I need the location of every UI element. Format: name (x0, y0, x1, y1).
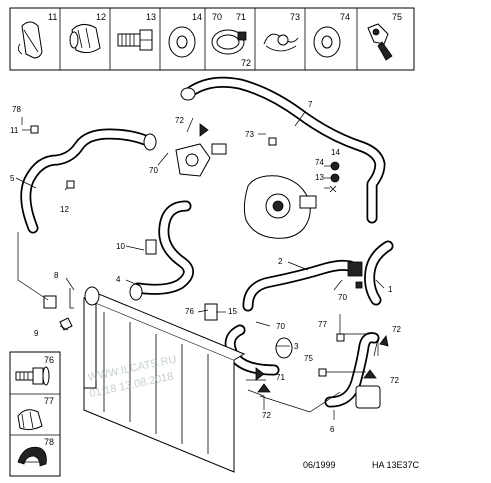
reference-markers (30, 123, 389, 393)
thermostat-housing (175, 143, 227, 177)
bracket-clip-icon (69, 24, 101, 54)
radiator (83, 286, 246, 473)
callout-77: 77 (318, 320, 327, 329)
strip-ref-13: 13 (146, 12, 156, 22)
strip-ref-74: 74 (340, 12, 350, 22)
hose-5 (20, 128, 151, 234)
hose-clip-icon-inset (17, 446, 47, 467)
hoses (20, 76, 394, 409)
callout-9: 9 (34, 329, 39, 338)
callout-72-right: 72 (392, 325, 401, 334)
callout-7: 7 (308, 100, 313, 109)
strip-ref-70: 70 (212, 12, 222, 22)
leader-lines (15, 111, 385, 420)
bolt-icon (117, 29, 153, 51)
callout-15: 15 (228, 307, 237, 316)
seal-ring-icon (313, 26, 341, 58)
parts-strip: 11 12 13 14 70 (9, 7, 415, 71)
water-pump (243, 175, 317, 239)
callout-75: 75 (304, 354, 313, 363)
callout-6: 6 (330, 425, 335, 434)
callout-2: 2 (278, 257, 283, 266)
footer-date: 06/1999 (303, 460, 336, 470)
hose-clamp-icon (211, 29, 247, 55)
inset-ref-77: 77 (44, 396, 54, 406)
callout-12: 12 (60, 205, 69, 214)
strip-ref-14: 14 (192, 12, 202, 22)
callout-10: 10 (116, 242, 125, 251)
callout-71: 71 (276, 373, 285, 382)
footer-code: HA 13E37C (372, 460, 420, 470)
bolt-washer-icon (15, 366, 50, 386)
strip-ref-73: 73 (290, 12, 300, 22)
callout-5: 5 (10, 174, 15, 183)
callout-72-lowright: 72 (390, 376, 399, 385)
inset-ref-76: 76 (44, 355, 54, 365)
callout-11: 11 (10, 126, 19, 135)
callouts: 78 11 5 12 72 70 73 7 14 74 13 10 4 8 9 … (10, 100, 401, 434)
radiator-cap (84, 286, 100, 306)
bracket-clip-icon-inset (17, 409, 43, 431)
callout-13: 13 (315, 173, 324, 182)
callout-76: 76 (185, 307, 194, 316)
hose-clip-icon (18, 21, 43, 59)
callout-70-mid: 70 (338, 293, 347, 302)
strip-ref-75: 75 (392, 12, 402, 22)
callout-4: 4 (116, 275, 121, 284)
inset-box: 76 77 78 (9, 351, 61, 477)
spring-clip-icon (263, 33, 299, 52)
callout-73: 73 (245, 130, 254, 139)
callout-8: 8 (54, 271, 59, 280)
inset-ref-78: 78 (44, 437, 54, 447)
bleed-screw-icon (367, 23, 393, 61)
callout-70-top: 70 (149, 166, 158, 175)
callout-70-low: 70 (276, 322, 285, 331)
callout-74: 74 (315, 158, 324, 167)
callout-78: 78 (12, 105, 21, 114)
strip-ref-12: 12 (96, 12, 106, 22)
callout-72-bottom: 72 (262, 411, 271, 420)
cooler-block (355, 385, 381, 409)
callout-72-top: 72 (175, 116, 184, 125)
washer-icon (168, 26, 196, 58)
callout-3: 3 (294, 342, 299, 351)
strip-ref-71: 71 (236, 12, 246, 22)
strip-ref-11: 11 (48, 12, 57, 22)
callout-1: 1 (388, 285, 393, 294)
callout-14: 14 (331, 148, 340, 157)
strip-ref-72: 72 (241, 58, 251, 68)
